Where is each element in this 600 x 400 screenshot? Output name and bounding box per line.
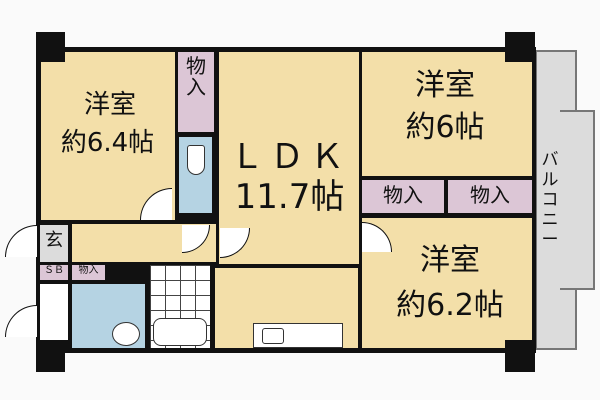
- shoe-box: [40, 265, 68, 280]
- ldk-size: 11.7帖: [234, 177, 345, 217]
- washbasin-icon: [112, 322, 140, 346]
- pillar: [36, 32, 65, 62]
- bathtub-icon: [153, 318, 207, 346]
- western-room-2-name: 洋室: [415, 68, 475, 103]
- balcony-label: バルコニー: [541, 150, 559, 250]
- western-room-2-size: 約6帖: [405, 110, 485, 145]
- pillar: [505, 32, 535, 62]
- entrance-label: 玄: [45, 230, 63, 251]
- western-room-3: [362, 218, 532, 348]
- pillar: [36, 340, 65, 372]
- closet-2: [362, 180, 444, 213]
- western-room-1-name: 洋室: [83, 90, 136, 120]
- closet-1-label: 物入: [186, 54, 206, 99]
- western-room-3-size: 約6.2帖: [396, 288, 504, 323]
- entrance: [40, 225, 68, 262]
- shoe-box-label: ＳＢ: [44, 265, 64, 276]
- closet-2-label: 物入: [383, 183, 423, 207]
- western-room-1: [41, 52, 175, 220]
- western-room-2: [362, 52, 532, 176]
- toilet-bowl-icon: [187, 145, 205, 175]
- door: [5, 305, 37, 337]
- western-room-3-name: 洋室: [420, 243, 480, 278]
- western-room-1-size: 約6.4帖: [60, 128, 155, 158]
- storage-x: [40, 284, 68, 340]
- closet-4: [72, 265, 105, 280]
- sink-icon: [262, 328, 284, 344]
- closet-1: [178, 52, 214, 132]
- closet-3-label: 物入: [470, 183, 510, 207]
- entrance-door: [5, 225, 37, 257]
- balcony-ext: [560, 110, 595, 290]
- pillar: [505, 340, 535, 372]
- closet-4-label: 物入: [78, 265, 99, 276]
- closet-3: [448, 180, 532, 213]
- ldk-name: ＬＤＫ: [230, 137, 350, 177]
